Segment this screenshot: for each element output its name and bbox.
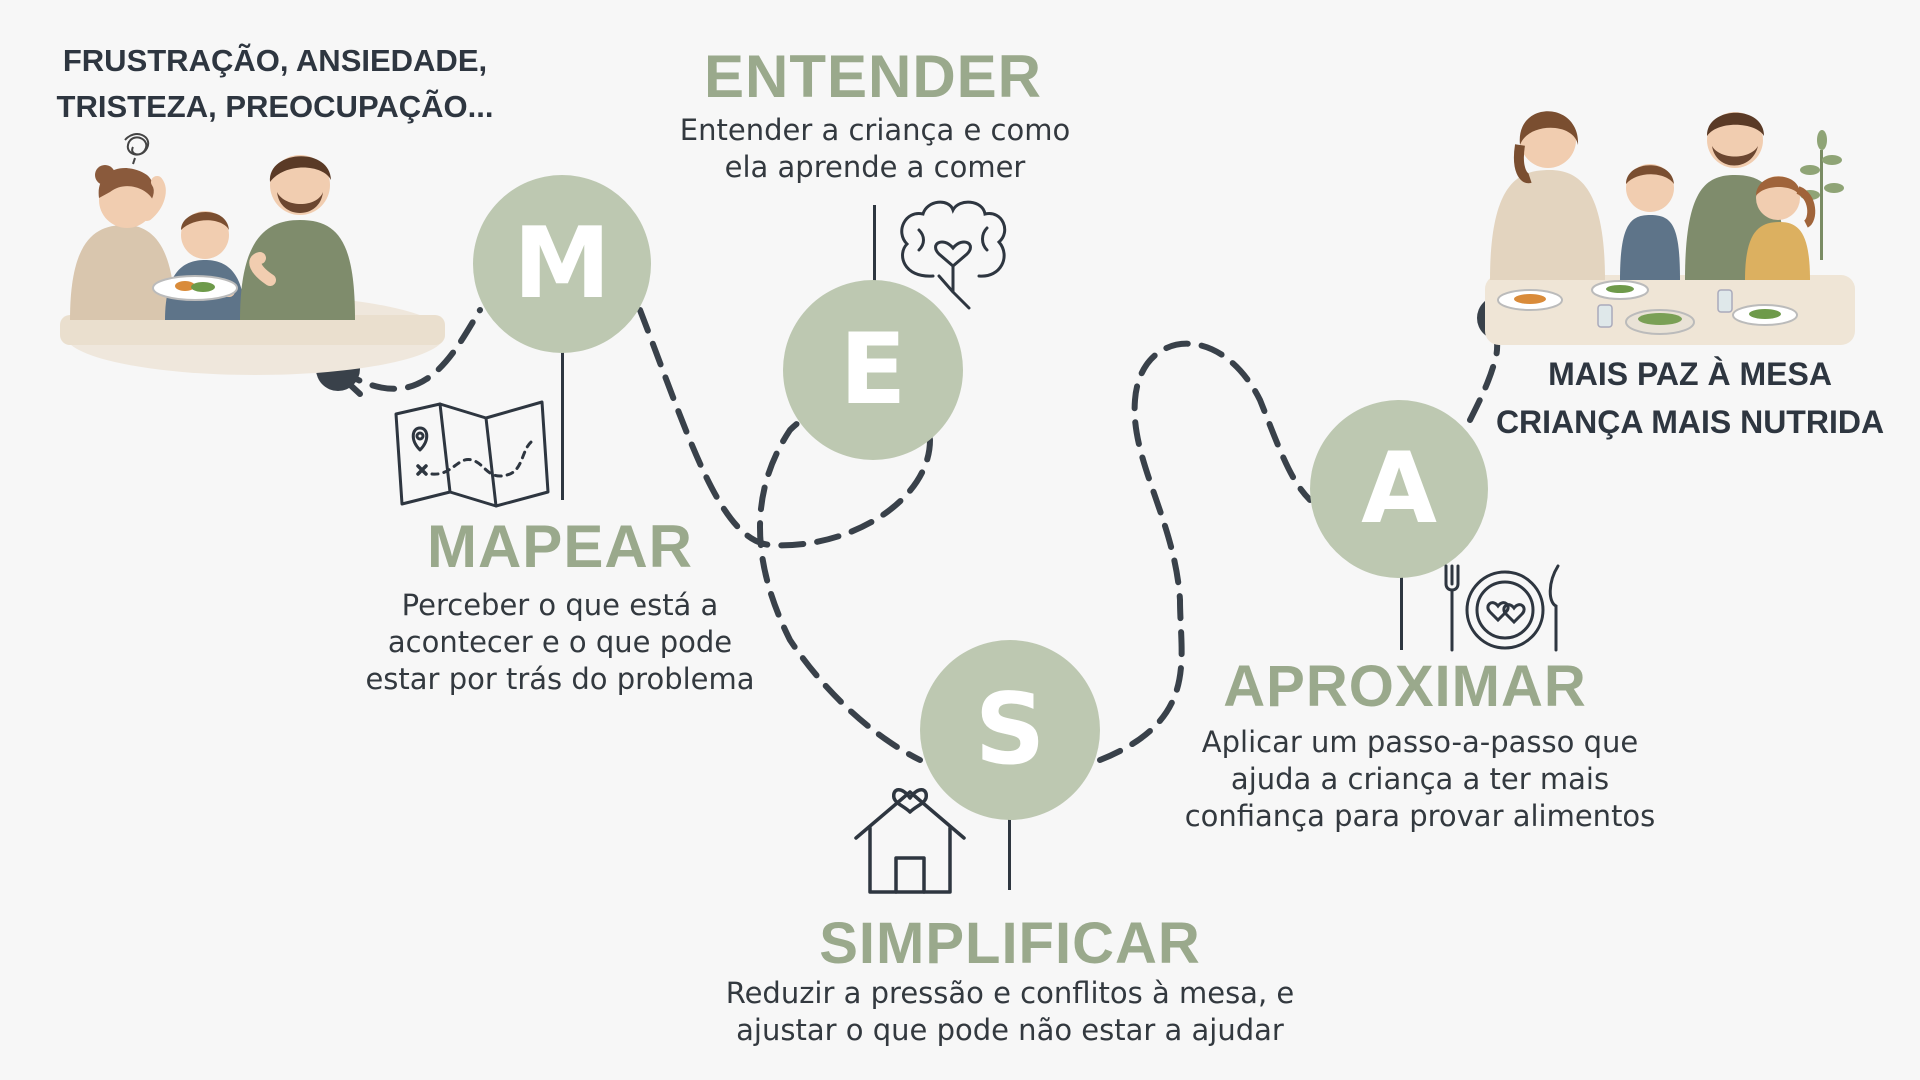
step-desc-entender-line-1: Entender a criança e como xyxy=(679,113,1071,147)
result-text: MAIS PAZ À MESA CRIANÇA MAIS NUTRIDA xyxy=(1460,350,1920,446)
step-letter-e: E xyxy=(839,313,907,427)
step-desc-mapear-line-1: Perceber o que está a xyxy=(401,588,719,622)
happy-family-illustration xyxy=(1485,111,1855,345)
stem-s xyxy=(1008,815,1011,890)
step-title-mapear: MAPEAR xyxy=(426,513,693,580)
father-figure xyxy=(240,155,355,320)
mother-figure xyxy=(1490,111,1605,280)
step-desc-simplificar-line-2: ajustar o que pode não estar a ajudar xyxy=(736,1013,1284,1047)
step-circle-s: S xyxy=(920,640,1100,820)
step-desc-entender: Entender a criança e como ela aprende a … xyxy=(620,112,1130,186)
son-figure xyxy=(1620,164,1680,280)
step-desc-entender-line-2: ela aprende a comer xyxy=(724,150,1026,184)
map-icon xyxy=(394,400,550,508)
step-desc-aproximar-line-3: confiança para provar alimentos xyxy=(1184,799,1656,833)
step-desc-mapear-line-3: estar por trás do problema xyxy=(365,662,755,696)
step-title-aproximar: APROXIMAR xyxy=(1223,654,1587,719)
brain-heart-icon xyxy=(900,200,1007,310)
daughter-figure xyxy=(1745,176,1816,280)
stem-a xyxy=(1400,575,1403,650)
problem-line-1: FRUSTRAÇÃO, ANSIEDADE, xyxy=(62,43,488,78)
step-letter-s: S xyxy=(974,673,1046,787)
result-line-2: CRIANÇA MAIS NUTRIDA xyxy=(1495,404,1885,440)
stem-e xyxy=(873,205,876,315)
stress-scribble-icon xyxy=(124,133,150,165)
house-heart-icon xyxy=(854,788,966,894)
step-desc-aproximar-line-2: ajuda a criança a ter mais xyxy=(1230,762,1610,796)
step-desc-mapear: Perceber o que está a acontecer e o que … xyxy=(330,587,790,698)
stressed-family-illustration xyxy=(60,133,445,375)
result-line-1: MAIS PAZ À MESA xyxy=(1548,356,1832,392)
step-desc-simplificar-line-1: Reduzir a pressão e conflitos à mesa, e xyxy=(725,976,1295,1010)
step-desc-aproximar-line-1: Aplicar um passo-a-passo que xyxy=(1201,725,1639,759)
mother-figure xyxy=(70,165,175,320)
step-desc-simplificar: Reduzir a pressão e conflitos à mesa, e … xyxy=(680,975,1340,1049)
step-desc-mapear-line-2: acontecer e o que pode xyxy=(387,625,733,659)
problem-line-2: TRISTEZA, PREOCUPAÇÃO... xyxy=(56,89,494,124)
plate-cutlery-icon xyxy=(1444,564,1560,652)
step-circle-m: M xyxy=(473,175,651,353)
child-figure xyxy=(165,211,245,320)
step-title-entender: ENTENDER xyxy=(703,43,1043,110)
plate-with-food xyxy=(152,275,238,301)
step-letter-a: A xyxy=(1361,432,1437,546)
step-circle-e: E xyxy=(783,280,963,460)
step-title-simplificar: SIMPLIFICAR xyxy=(819,911,1201,976)
step-desc-aproximar: Aplicar um passo-a-passo que ajuda a cri… xyxy=(1150,724,1690,835)
problem-text: FRUSTRAÇÃO, ANSIEDADE, TRISTEZA, PREOCUP… xyxy=(40,38,510,130)
table-plates xyxy=(1497,280,1798,335)
step-circle-a: A xyxy=(1310,400,1488,578)
step-letter-m: M xyxy=(513,207,611,321)
stem-m xyxy=(561,350,564,500)
